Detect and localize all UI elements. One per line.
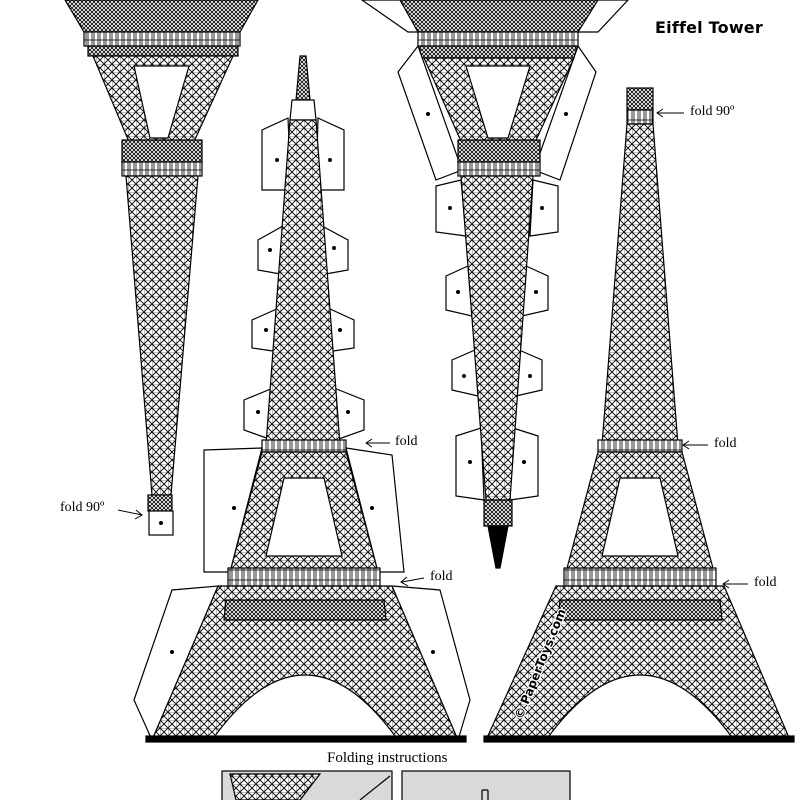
tower-piece-center-left (133, 55, 471, 743)
glue-tab-dots (170, 158, 435, 654)
glue-tab-dots (426, 112, 568, 464)
fold-label-right-90: fold 90º (690, 104, 735, 119)
page-title: Eiffel Tower (655, 18, 763, 37)
fold-label-center-lower: fold (430, 569, 453, 584)
arrow-icon (117, 509, 143, 520)
instruction-panel-left (221, 770, 393, 804)
fold-label-left-90: fold 90º (60, 500, 105, 515)
tower-piece-right (483, 87, 795, 743)
arrow-icon (365, 438, 425, 587)
fold-label-right-lower: fold (754, 575, 777, 590)
fold-label-center-upper: fold (395, 434, 418, 449)
fold-label-right-upper: fold (714, 436, 737, 451)
arrow-icon (656, 108, 748, 589)
tower-piece-left (64, 0, 259, 536)
tower-piece-center-right (360, 0, 629, 569)
instruction-panel-right (401, 770, 571, 804)
folding-instructions-caption: Folding instructions (327, 750, 448, 766)
